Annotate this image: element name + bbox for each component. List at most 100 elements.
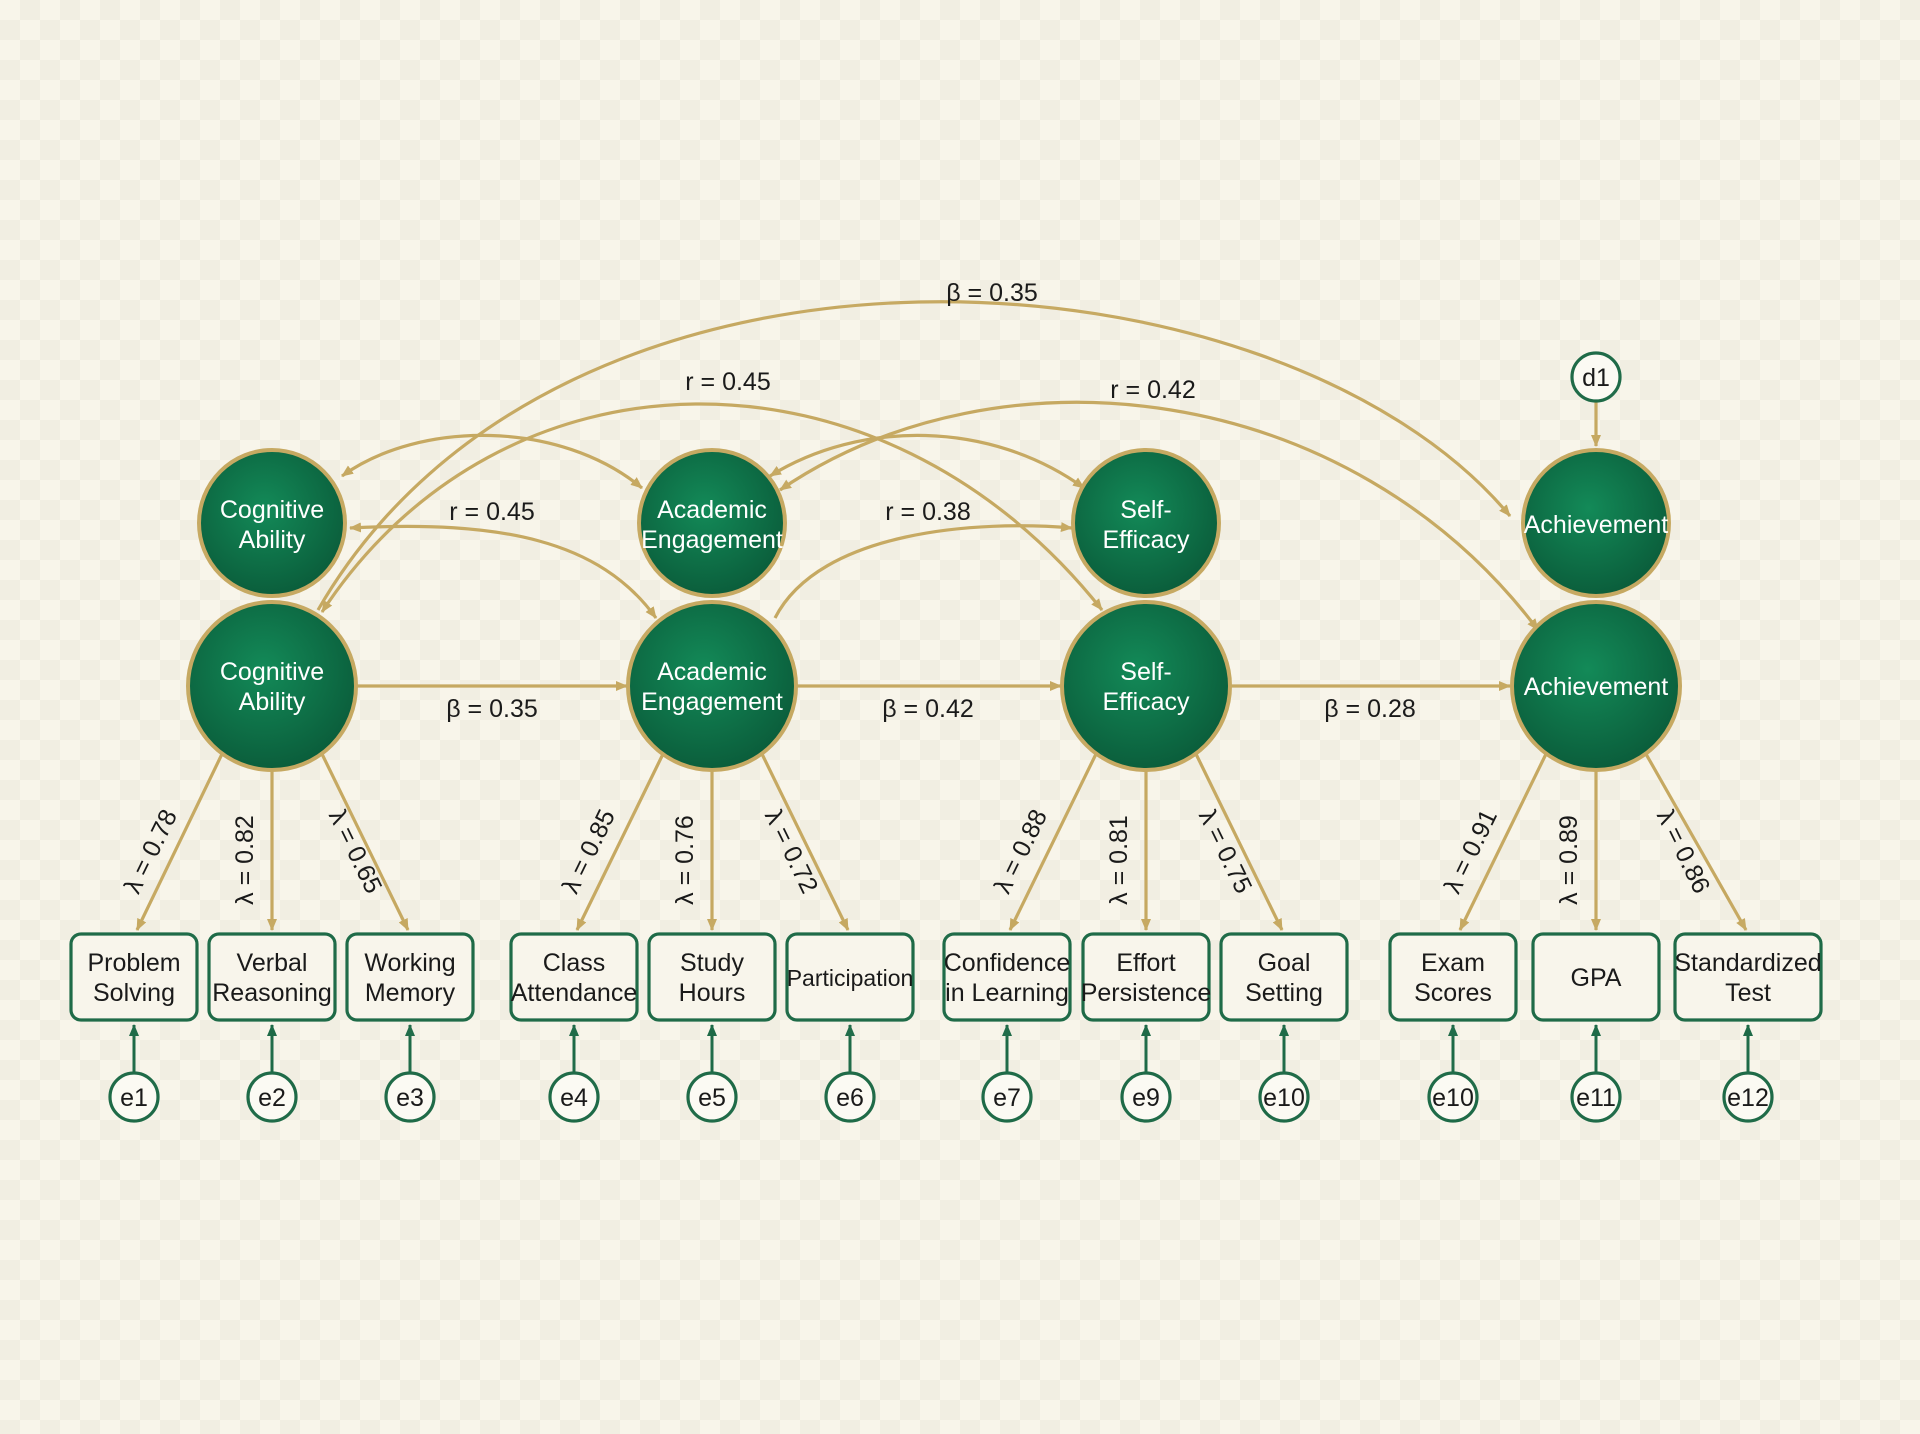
loading-label: λ = 0.85	[557, 805, 621, 898]
indicator-class-attendance: Class Attendance	[509, 932, 639, 1022]
svg-text:Scores: Scores	[1414, 979, 1492, 1007]
error-label: e2	[258, 1084, 286, 1112]
loading-label: λ = 0.86	[1651, 805, 1715, 898]
error-label: e9	[1132, 1084, 1160, 1112]
error-circle	[1120, 1071, 1172, 1123]
cov-arc-cog-eng-top	[341, 433, 644, 490]
cov-label-cog-eng: r = 0.45	[449, 498, 534, 526]
loading-paths	[135, 753, 1748, 931]
svg-text:Memory: Memory	[365, 979, 456, 1007]
cov-label-cog-eff: r = 0.45	[685, 368, 770, 396]
beta-label-eff-ach: β = 0.28	[1324, 695, 1416, 723]
error-circle	[108, 1071, 160, 1123]
indicator-working-memory: Working Memory	[345, 932, 475, 1022]
indicator-exam-scores: Exam Scores	[1388, 932, 1518, 1022]
error-label: e10	[1432, 1084, 1474, 1112]
svg-text:Goal: Goal	[1258, 949, 1311, 977]
error-label: e11	[1576, 1084, 1616, 1112]
svg-text:Reasoning: Reasoning	[212, 979, 332, 1007]
svg-text:Test: Test	[1725, 979, 1771, 1007]
error-circle	[1427, 1071, 1479, 1123]
svg-text:Standardized: Standardized	[1674, 949, 1821, 977]
error-circle	[384, 1071, 436, 1123]
error-circle	[686, 1071, 738, 1123]
error-label: e10	[1263, 1084, 1305, 1112]
loading-label: λ = 0.82	[231, 815, 259, 905]
svg-text:Verbal: Verbal	[237, 949, 308, 977]
indicator-participation: Participation	[785, 932, 915, 1022]
latent-achievement-top: Achievement	[1521, 448, 1671, 598]
loading-label: λ = 0.65	[323, 805, 387, 898]
disturbance-label: d1	[1582, 364, 1610, 392]
indicator-verbal-reasoning: Verbal Reasoning	[207, 932, 337, 1022]
svg-text:Setting: Setting	[1245, 979, 1323, 1007]
svg-text:Cognitive: Cognitive	[220, 496, 324, 524]
cov-label-eng-ach: r = 0.42	[1110, 376, 1195, 404]
error-label: e6	[836, 1084, 864, 1112]
error-label: e5	[698, 1084, 726, 1112]
latent-achievement: Achievement	[1510, 600, 1682, 772]
svg-text:in Learning: in Learning	[945, 979, 1069, 1007]
loading-label: λ = 0.75	[1193, 805, 1257, 898]
svg-text:Study: Study	[680, 949, 744, 977]
latent-academic-engagement-top: Academic Engagement	[637, 448, 787, 598]
error-label: e7	[993, 1084, 1021, 1112]
loading-labels: λ = 0.78 λ = 0.82 λ = 0.65 λ = 0.85 λ = …	[119, 805, 1716, 905]
cov-arc-eng-eff-top	[769, 433, 1085, 490]
latent-cognitive-ability: Cognitive Ability	[186, 600, 358, 772]
svg-text:Problem: Problem	[87, 949, 180, 977]
svg-text:Persistence: Persistence	[1081, 979, 1212, 1007]
loading-label: λ = 0.88	[989, 805, 1053, 898]
svg-text:Confidence: Confidence	[944, 949, 1070, 977]
indicator-goal-setting: Goal Setting	[1219, 932, 1349, 1022]
svg-text:Exam: Exam	[1421, 949, 1485, 977]
loading-label: λ = 0.72	[759, 805, 823, 898]
indicator-study-hours: Study Hours	[647, 932, 777, 1022]
indicator-effort-persistence: Effort Persistence	[1081, 932, 1212, 1022]
svg-text:Engagement: Engagement	[641, 688, 783, 716]
svg-text:Ability: Ability	[239, 688, 306, 716]
loading-label: λ = 0.81	[1105, 815, 1133, 905]
svg-text:Achievement: Achievement	[1524, 511, 1669, 539]
error-label: e12	[1727, 1084, 1769, 1112]
error-circle	[824, 1071, 876, 1123]
cov-arc-cog-eng	[349, 522, 658, 619]
svg-text:Working: Working	[364, 949, 455, 977]
latent-self-efficacy-top: Self- Efficacy	[1071, 448, 1221, 598]
indicator-gpa: GPA	[1531, 932, 1661, 1022]
svg-text:Participation: Participation	[787, 965, 914, 991]
error-circle	[1570, 1071, 1622, 1123]
indicator-problem-solving: Problem Solving	[69, 932, 199, 1022]
indicator-confidence-in-learning: Confidence in Learning	[942, 932, 1072, 1022]
error-circle	[246, 1071, 298, 1123]
error-label: e3	[396, 1084, 424, 1112]
svg-text:Self-: Self-	[1120, 496, 1171, 524]
latent-self-efficacy: Self- Efficacy	[1060, 600, 1232, 772]
error-label: e1	[120, 1084, 148, 1112]
latent-academic-engagement: Academic Engagement	[626, 600, 798, 772]
svg-text:Class: Class	[543, 949, 606, 977]
svg-text:Ability: Ability	[239, 526, 306, 554]
error-circle	[548, 1071, 600, 1123]
beta-label-eng-eff: β = 0.42	[882, 695, 974, 723]
svg-text:Self-: Self-	[1120, 658, 1171, 686]
error-circle	[981, 1071, 1033, 1123]
loading-label: λ = 0.76	[671, 815, 699, 905]
error-circle	[1258, 1071, 1310, 1123]
svg-text:Hours: Hours	[679, 979, 746, 1007]
svg-text:Achievement: Achievement	[1524, 673, 1669, 701]
svg-text:Efficacy: Efficacy	[1102, 526, 1190, 554]
error-circle	[1722, 1071, 1774, 1123]
disturbance-d1	[1570, 351, 1622, 403]
svg-text:Effort: Effort	[1116, 949, 1175, 977]
svg-text:Solving: Solving	[93, 979, 175, 1007]
cov-arc-eff-eng	[773, 526, 1072, 619]
long-beta-path	[316, 300, 1512, 611]
svg-text:Engagement: Engagement	[641, 526, 783, 554]
indicator-standardized-test: Standardized Test	[1673, 932, 1823, 1022]
loading-label: λ = 0.89	[1555, 815, 1583, 905]
svg-text:Efficacy: Efficacy	[1102, 688, 1190, 716]
svg-text:Attendance: Attendance	[511, 979, 638, 1007]
svg-text:Cognitive: Cognitive	[220, 658, 324, 686]
